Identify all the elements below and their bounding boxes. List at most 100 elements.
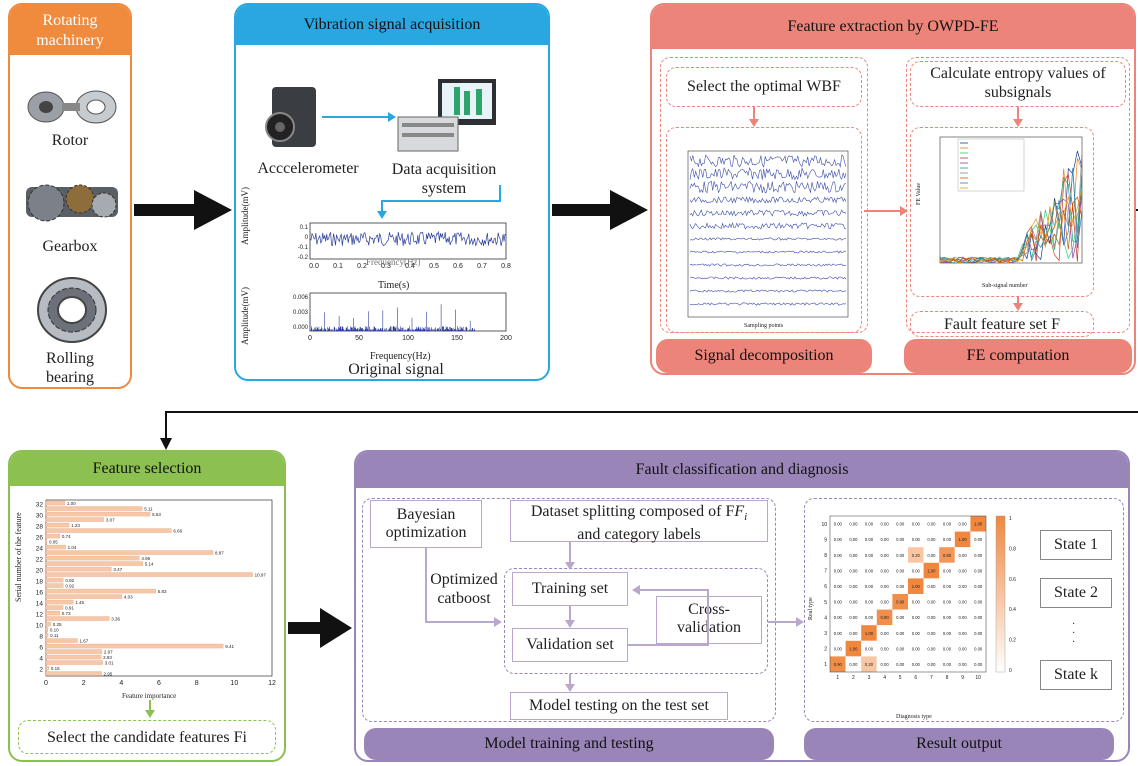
entropy-box bbox=[910, 61, 1126, 107]
cm-cell bbox=[923, 547, 940, 563]
cm-cell-value: 0.00 bbox=[881, 537, 890, 542]
validation-set-box: Validation set bbox=[512, 628, 628, 662]
cm-ytick: 10 bbox=[821, 522, 827, 528]
fault-set-box bbox=[910, 311, 1094, 337]
confusion-matrix: 0.00 0.00 0.00 0.00 0.00 0.00 0.00 0.00 0.00 1.00… bbox=[821, 515, 1016, 681]
cm-cell bbox=[830, 578, 846, 594]
importance-bar bbox=[45, 665, 49, 671]
importance-ytick: 14 bbox=[36, 600, 44, 607]
cv-group bbox=[504, 568, 768, 674]
cm-cell-value: 1.00 bbox=[849, 646, 858, 651]
result-output-footer: Result output bbox=[804, 728, 1114, 760]
cm-xtick: 4 bbox=[883, 675, 886, 681]
decomp-subsignal bbox=[689, 237, 846, 241]
bearing-image bbox=[37, 277, 107, 343]
cm-cell-value: 0.00 bbox=[959, 522, 968, 527]
fault-set-label: Fault feature set F bbox=[944, 316, 1060, 333]
cm-cell bbox=[861, 640, 877, 657]
catboost-label: Optimized catboost bbox=[430, 571, 498, 607]
importance-value-label: 6.66 bbox=[173, 529, 182, 534]
cm-cell-value: 0.00 bbox=[834, 537, 843, 542]
cm-cell bbox=[954, 625, 971, 641]
importance-ytick: 6 bbox=[39, 644, 43, 651]
connector-arrows bbox=[322, 112, 501, 219]
cm-cell-value: 0.00 bbox=[849, 553, 858, 558]
cm-cell bbox=[939, 640, 955, 657]
cm-cell-value: 0.00 bbox=[974, 662, 983, 667]
cm-cell-value: 0.00 bbox=[974, 553, 983, 558]
cm-cell bbox=[861, 531, 877, 548]
cm-cell bbox=[923, 562, 940, 579]
importance-bar bbox=[45, 566, 112, 572]
importance-ytick: 20 bbox=[36, 567, 44, 574]
importance-xtick: 4 bbox=[119, 680, 123, 687]
importance-bar bbox=[45, 544, 66, 550]
fe-xlabel: Sub-signal number bbox=[982, 283, 1028, 289]
importance-ytick: 30 bbox=[36, 512, 44, 519]
cm-cell-value: 0.00 bbox=[927, 522, 936, 527]
cm-cell-value: 0.00 bbox=[865, 584, 874, 589]
importance-bar bbox=[45, 588, 156, 594]
cm-cell bbox=[830, 516, 846, 532]
importance-bar bbox=[45, 533, 61, 539]
state-2-box: State 2 bbox=[1040, 578, 1112, 608]
classification-arrows bbox=[425, 542, 804, 692]
cm-cell bbox=[908, 609, 924, 626]
cm-cell-value: 0.00 bbox=[974, 537, 983, 542]
bayes-label: Bayesian optimization bbox=[385, 506, 467, 541]
time-signal-line bbox=[309, 230, 507, 247]
importance-bar bbox=[45, 594, 123, 599]
cm-cell-value: 0.00 bbox=[849, 631, 858, 636]
cm-cell bbox=[861, 609, 877, 626]
cm-colorbar-tick: 1 bbox=[1009, 516, 1012, 522]
freq-spectrum-lines bbox=[309, 304, 475, 331]
cm-cell-value: 0.00 bbox=[881, 600, 890, 605]
importance-value-label: 3.01 bbox=[105, 661, 114, 666]
importance-bar bbox=[45, 605, 64, 610]
cm-cell bbox=[923, 640, 940, 657]
importance-ytick: 28 bbox=[36, 523, 44, 530]
importance-value-label: 9.41 bbox=[225, 644, 234, 649]
importance-ytick: 4 bbox=[39, 655, 43, 662]
cm-cell-value: 0.00 bbox=[974, 568, 983, 573]
selection-title: Feature selection bbox=[10, 452, 284, 486]
time-ytick: -0.2 bbox=[298, 255, 309, 261]
cm-xtick: 7 bbox=[930, 675, 933, 681]
cm-cell-value: 0.00 bbox=[896, 646, 905, 651]
cm-cell bbox=[954, 609, 971, 626]
rotor-label: Rotor bbox=[51, 132, 89, 149]
cm-cell-value: 0.00 bbox=[959, 631, 968, 636]
state-1-label: State 1 bbox=[1054, 536, 1098, 553]
importance-value-label: 0.92 bbox=[65, 578, 74, 583]
cm-cell bbox=[830, 625, 846, 641]
dataset-symbol: F bbox=[734, 503, 745, 520]
time-xtick: 0.4 bbox=[405, 263, 415, 270]
cm-cell bbox=[861, 547, 877, 563]
cm-cell bbox=[970, 594, 986, 610]
importance-ytick: 12 bbox=[36, 611, 44, 618]
cm-cell-value: 0.00 bbox=[959, 615, 968, 620]
cm-cell bbox=[970, 656, 986, 672]
cm-cell bbox=[845, 640, 862, 657]
cm-cell bbox=[923, 625, 940, 641]
cm-cell-value: 0.00 bbox=[943, 600, 952, 605]
cm-frame bbox=[829, 515, 987, 673]
cm-cell-value: 0.00 bbox=[849, 584, 858, 589]
dataset-label: Dataset splitting composed of F bbox=[530, 503, 735, 520]
cm-cell-value: 0.00 bbox=[834, 646, 843, 651]
time-plot-xlabel: Time(s) bbox=[378, 280, 410, 291]
decomp-subsignal bbox=[689, 196, 847, 204]
importance-value-label: 0.15 bbox=[51, 666, 60, 671]
importance-value-label: 4.96 bbox=[141, 556, 150, 561]
importance-value-label: 0.05 bbox=[49, 540, 58, 545]
importance-value-label: 5.14 bbox=[145, 562, 154, 567]
freq-ytick: 0.006 bbox=[293, 295, 309, 301]
cm-cell bbox=[876, 609, 893, 626]
importance-value-label: 5.83 bbox=[158, 589, 167, 594]
importance-bar bbox=[45, 555, 140, 561]
cm-colorbar-tick: 0.4 bbox=[1009, 607, 1016, 613]
importance-ytick: 32 bbox=[36, 501, 44, 508]
extraction-title: Feature extraction by OWPD-FE bbox=[652, 5, 1134, 49]
importance-bar bbox=[45, 522, 70, 528]
